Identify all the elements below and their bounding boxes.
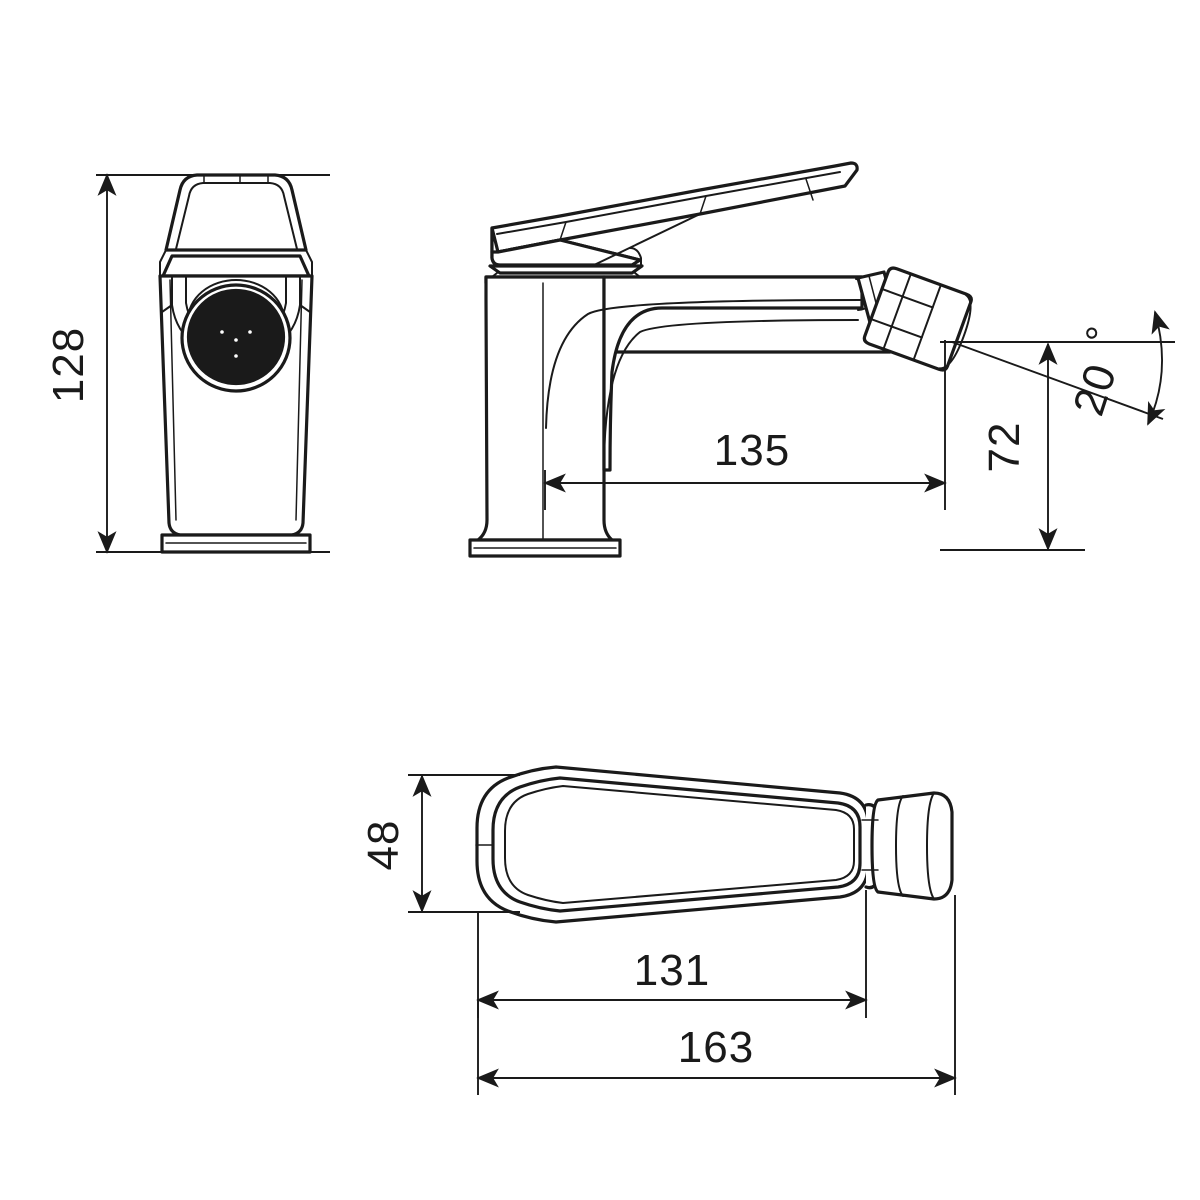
- dimension-top-overall-length: 163: [476, 895, 957, 1095]
- side-view-handle-base: [488, 264, 644, 278]
- top-view: [475, 765, 954, 924]
- dimension-side-reach: 135: [543, 340, 947, 510]
- side-view-lever: [490, 161, 859, 267]
- dimension-side-angle: 20 °: [951, 310, 1175, 426]
- front-view-base-flange: [160, 533, 312, 554]
- dimension-label-135: 135: [714, 426, 790, 475]
- front-view-neck: [161, 254, 311, 278]
- dimension-label-131: 131: [634, 946, 710, 995]
- dimension-top-width: 48: [359, 774, 520, 913]
- top-view-lever-body: [475, 776, 862, 913]
- side-view-base-flange: [468, 538, 622, 558]
- dimension-front-height: 128: [44, 173, 330, 554]
- front-view-aerator: [180, 279, 292, 393]
- dimension-label-128: 128: [44, 327, 93, 403]
- top-view-aerator: [861, 791, 954, 901]
- dimension-side-spout-height: 72: [940, 341, 1175, 551]
- degree-symbol-icon: °: [1077, 322, 1124, 351]
- dimension-label-72: 72: [980, 422, 1029, 473]
- side-view: [468, 161, 973, 558]
- dimension-label-48: 48: [359, 820, 408, 871]
- front-view: [158, 173, 314, 554]
- dimension-label-20-degrees: 20: [1064, 358, 1126, 422]
- dimension-label-163: 163: [678, 1023, 754, 1072]
